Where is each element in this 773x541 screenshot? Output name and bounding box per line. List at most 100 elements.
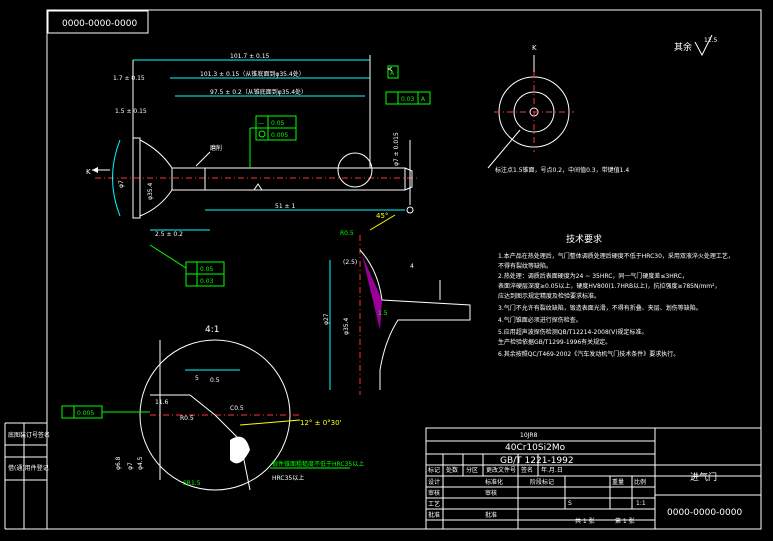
requirements-list: 1.本产品在热处理后，气门整体调质处理后硬度不低于HRC30，采用双液淬火处理工…	[498, 252, 734, 358]
h-std: 标准化	[485, 478, 503, 486]
h-check: 审核	[428, 489, 440, 497]
tolerance-frame-1: — 0.05 0.005	[249, 115, 297, 168]
dim-stem: 97.5 ± 0.2（从锥底面到φ35.4处）	[210, 88, 307, 96]
outer-frame	[46, 9, 762, 530]
datum-a-label: A	[390, 70, 395, 77]
requirement-item: 5.应用超声波探伤检测QB/T12214-2008(V)规定标准。	[498, 328, 648, 336]
h-proc: 工艺	[428, 500, 440, 508]
svg-text:A: A	[421, 96, 426, 103]
requirement-item: 2.热处理：调质后表面硬度为24 ~ 35HRC，同一气门硬度差≤3HRC，	[498, 272, 688, 280]
requirement-item: 6.其余按照QC/T469-2002《汽车发动机气门技术条件》要求执行。	[498, 350, 679, 358]
dim-4: 4	[410, 263, 414, 270]
dim-mid: 101.3 ± 0.15（从锥底面到φ35.4处）	[200, 70, 305, 78]
grind-label: 磨削	[210, 144, 222, 152]
side-box-2: 借(通)用件登记	[8, 464, 49, 472]
dim-phi4: φ4.5	[137, 456, 144, 470]
dim-angle: 12° ± 0°30'	[300, 419, 342, 427]
dim-ch: C0.5	[230, 405, 244, 412]
h-doc: 更改文件号	[486, 466, 516, 474]
part-name: 进气门	[690, 471, 717, 483]
dim-ra5: SR1.5	[183, 480, 201, 487]
h-date: 年.月.日	[541, 466, 563, 474]
k-view-label: K	[532, 44, 537, 52]
head-arc	[112, 139, 121, 217]
dim-b6: 1.5	[378, 310, 388, 317]
k-arrowhead	[92, 167, 98, 173]
hrc-label: HRC35以上	[272, 474, 304, 482]
h-design: 设计	[428, 478, 440, 486]
svg-text:0.03: 0.03	[401, 96, 415, 103]
dim-left2: 1.5 ± 0.15	[115, 108, 147, 115]
roughness-symbol	[694, 34, 713, 57]
sheets: 共 1 张	[575, 517, 595, 525]
requirement-item: 4.气门锥面必须进行探伤检查。	[498, 316, 582, 324]
dim-phi354: φ35.4	[343, 318, 350, 336]
angle-leader	[369, 214, 396, 231]
dim-bottom: 51 ± 1	[275, 203, 295, 210]
grind-leader	[195, 151, 211, 167]
datum-triangle	[253, 183, 263, 191]
h-count: 处数	[446, 466, 458, 474]
dim-11: 11.6	[155, 399, 169, 406]
h-review: 审核	[485, 489, 497, 497]
svg-text:0.05: 0.05	[271, 120, 285, 127]
requirements-title: 技术要求	[566, 233, 602, 245]
h-mark: 标记	[428, 466, 440, 474]
detail-scale: 4:1	[205, 325, 219, 335]
dim-05: 0.5	[210, 377, 220, 384]
dim-phi-head: φ35.4	[147, 183, 154, 201]
k-arrow-label: K	[86, 168, 91, 176]
dim-r05: R0.5	[340, 230, 354, 237]
svg-text:0.005: 0.005	[77, 410, 94, 417]
title-block	[425, 427, 762, 530]
dim-total: 101.7 ± 0.15	[230, 53, 270, 60]
roughness-value: 12.5	[704, 37, 718, 44]
h-weight: 重量	[612, 478, 624, 486]
material-spec: 40Cr10Si2Mo	[505, 443, 566, 453]
sheet: 第 1 张	[615, 517, 635, 525]
hardness-note: 锻件锥面粗糙度不低于HRC35以上	[272, 460, 364, 468]
k-leader	[487, 129, 521, 169]
h-sign: 签名	[521, 466, 533, 474]
dim-phi6: φ6.8	[115, 456, 122, 470]
h-approve-2: 批准	[485, 511, 497, 519]
svg-text:—: —	[258, 120, 264, 127]
datum-box-a	[387, 65, 399, 79]
dim-r05b: R0.5	[180, 415, 194, 422]
dim-bottom-left: 2.5 ± 0.2	[155, 231, 183, 238]
requirement-item: 不得有裂纹等缺陷。	[498, 262, 552, 270]
requirement-item: 1.本产品在热处理后，气门整体调质处理后硬度不低于HRC30，采用双液淬火处理工…	[498, 252, 734, 260]
section-hatch	[362, 255, 382, 330]
svg-text:0.005: 0.005	[271, 132, 288, 139]
detail-fill	[230, 436, 250, 464]
valve-face	[132, 137, 141, 219]
code-box	[47, 10, 149, 34]
datum-circle	[406, 206, 414, 214]
tolerance-frame-3: 0.05 0.03	[149, 244, 225, 287]
tolerance-frame-2: 0.03 A	[385, 91, 431, 105]
side-box-1: 底图装订号签名	[8, 431, 50, 439]
requirement-item: 应达到图示规定精度及检验要求标准。	[498, 292, 600, 300]
tolerance-frame-4: 0.005	[61, 405, 150, 419]
requirement-item: 表面淬硬层深度≥0.05以上，硬度HV800(1.7HRB以上)，抗拉强度≥78…	[498, 282, 721, 290]
dim-phi27: φ27	[323, 313, 330, 325]
svg-text:0.03: 0.03	[200, 278, 214, 285]
dim-25: (2.5)	[343, 259, 357, 266]
stage-s: S	[568, 500, 572, 507]
h-zone: 分区	[466, 466, 478, 474]
dim-phi-right: φ7 ± 0.015	[393, 132, 400, 166]
material-code: 10JR8	[520, 432, 538, 439]
dim-5: 5	[195, 375, 199, 382]
svg-text:0.05: 0.05	[200, 266, 214, 273]
datum-a-vert: A	[387, 66, 394, 71]
dim-phi7b: φ7	[127, 462, 134, 470]
k-note: 标注点1.5锥面，号点0.2，中间值0.3，带键值1.4	[495, 166, 629, 174]
drawing-no: 0000-0000-0000	[667, 508, 742, 518]
k-view-mid	[513, 91, 555, 133]
requirement-item: 生产检验依据GB/T1299-1996有关规定。	[498, 338, 611, 346]
section-profile	[359, 249, 471, 390]
dim-left1: 1.7 ± 0.15	[113, 75, 145, 82]
detail-circle-ref	[337, 152, 373, 188]
